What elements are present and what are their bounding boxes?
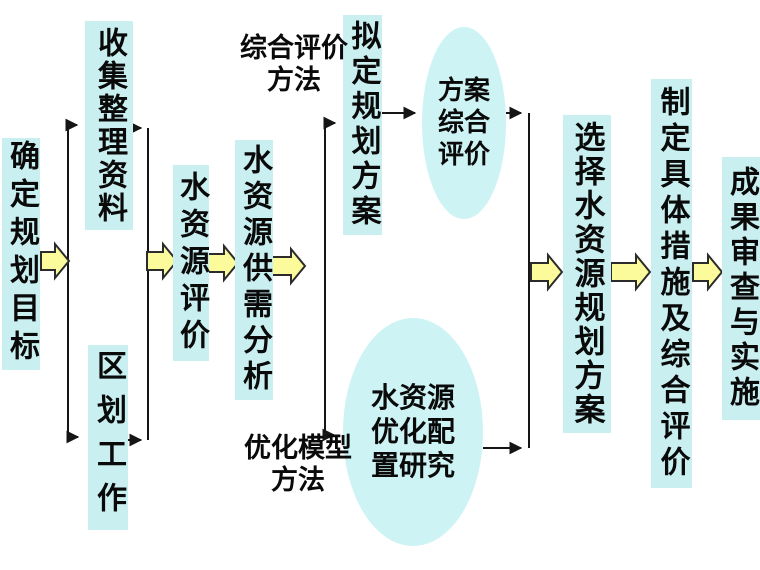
connector-split1-bottom bbox=[66, 261, 80, 444]
flow-arrow-1 bbox=[40, 241, 71, 281]
connector-split1-top bbox=[65, 118, 79, 261]
ellipse-optimal-allocation: 水资源 优化配 置研究 bbox=[343, 318, 483, 546]
ellipse-plan-evaluation-label: 方案 综合 评价 bbox=[437, 75, 490, 169]
node-select-plan-label: 选择水资源规划方案 bbox=[569, 121, 605, 427]
node-define-goals-label: 确定规划目标 bbox=[5, 140, 38, 368]
node-collect-data-label: 收集整理资料 bbox=[93, 26, 126, 225]
node-wr-assessment-label: 水资源评价 bbox=[175, 170, 208, 356]
node-measures-evaluation: 制定具体措施及综合评价 bbox=[651, 79, 692, 488]
node-supply-demand-label: 水资源供需分析 bbox=[238, 144, 271, 396]
ellipse-optimal-allocation-label: 水资源 优化配 置研究 bbox=[370, 381, 455, 482]
node-collect-data: 收集整理资料 bbox=[85, 21, 133, 230]
flow-arrow-7 bbox=[692, 252, 724, 292]
node-review-implementation: 成果审查与实施 bbox=[722, 157, 760, 420]
node-draft-plans: 拟定规划方案 bbox=[343, 15, 382, 235]
label-comprehensive-evaluation-method: 综合评价 方法 bbox=[240, 33, 348, 95]
node-define-goals: 确定规划目标 bbox=[2, 138, 40, 370]
label-optimization-model-method: 优化模型 方法 bbox=[244, 433, 352, 495]
flow-arrow-6 bbox=[610, 252, 652, 292]
connector-split2-top bbox=[323, 116, 337, 266]
flow-arrow-5 bbox=[530, 252, 564, 292]
node-supply-demand: 水资源供需分析 bbox=[235, 140, 273, 400]
node-wr-assessment: 水资源评价 bbox=[173, 165, 209, 361]
node-zoning-work-label: 区划工作 bbox=[92, 349, 125, 526]
node-draft-plans-label: 拟定规划方案 bbox=[346, 20, 380, 230]
ellipse-plan-evaluation: 方案 综合 评价 bbox=[422, 27, 506, 219]
node-zoning-work: 区划工作 bbox=[88, 345, 128, 530]
node-review-implementation-label: 成果审查与实施 bbox=[725, 166, 758, 411]
node-select-plan: 选择水资源规划方案 bbox=[563, 115, 611, 433]
node-measures-evaluation-label: 制定具体措施及综合评价 bbox=[655, 85, 689, 482]
connector-split2-bottom bbox=[322, 266, 336, 442]
